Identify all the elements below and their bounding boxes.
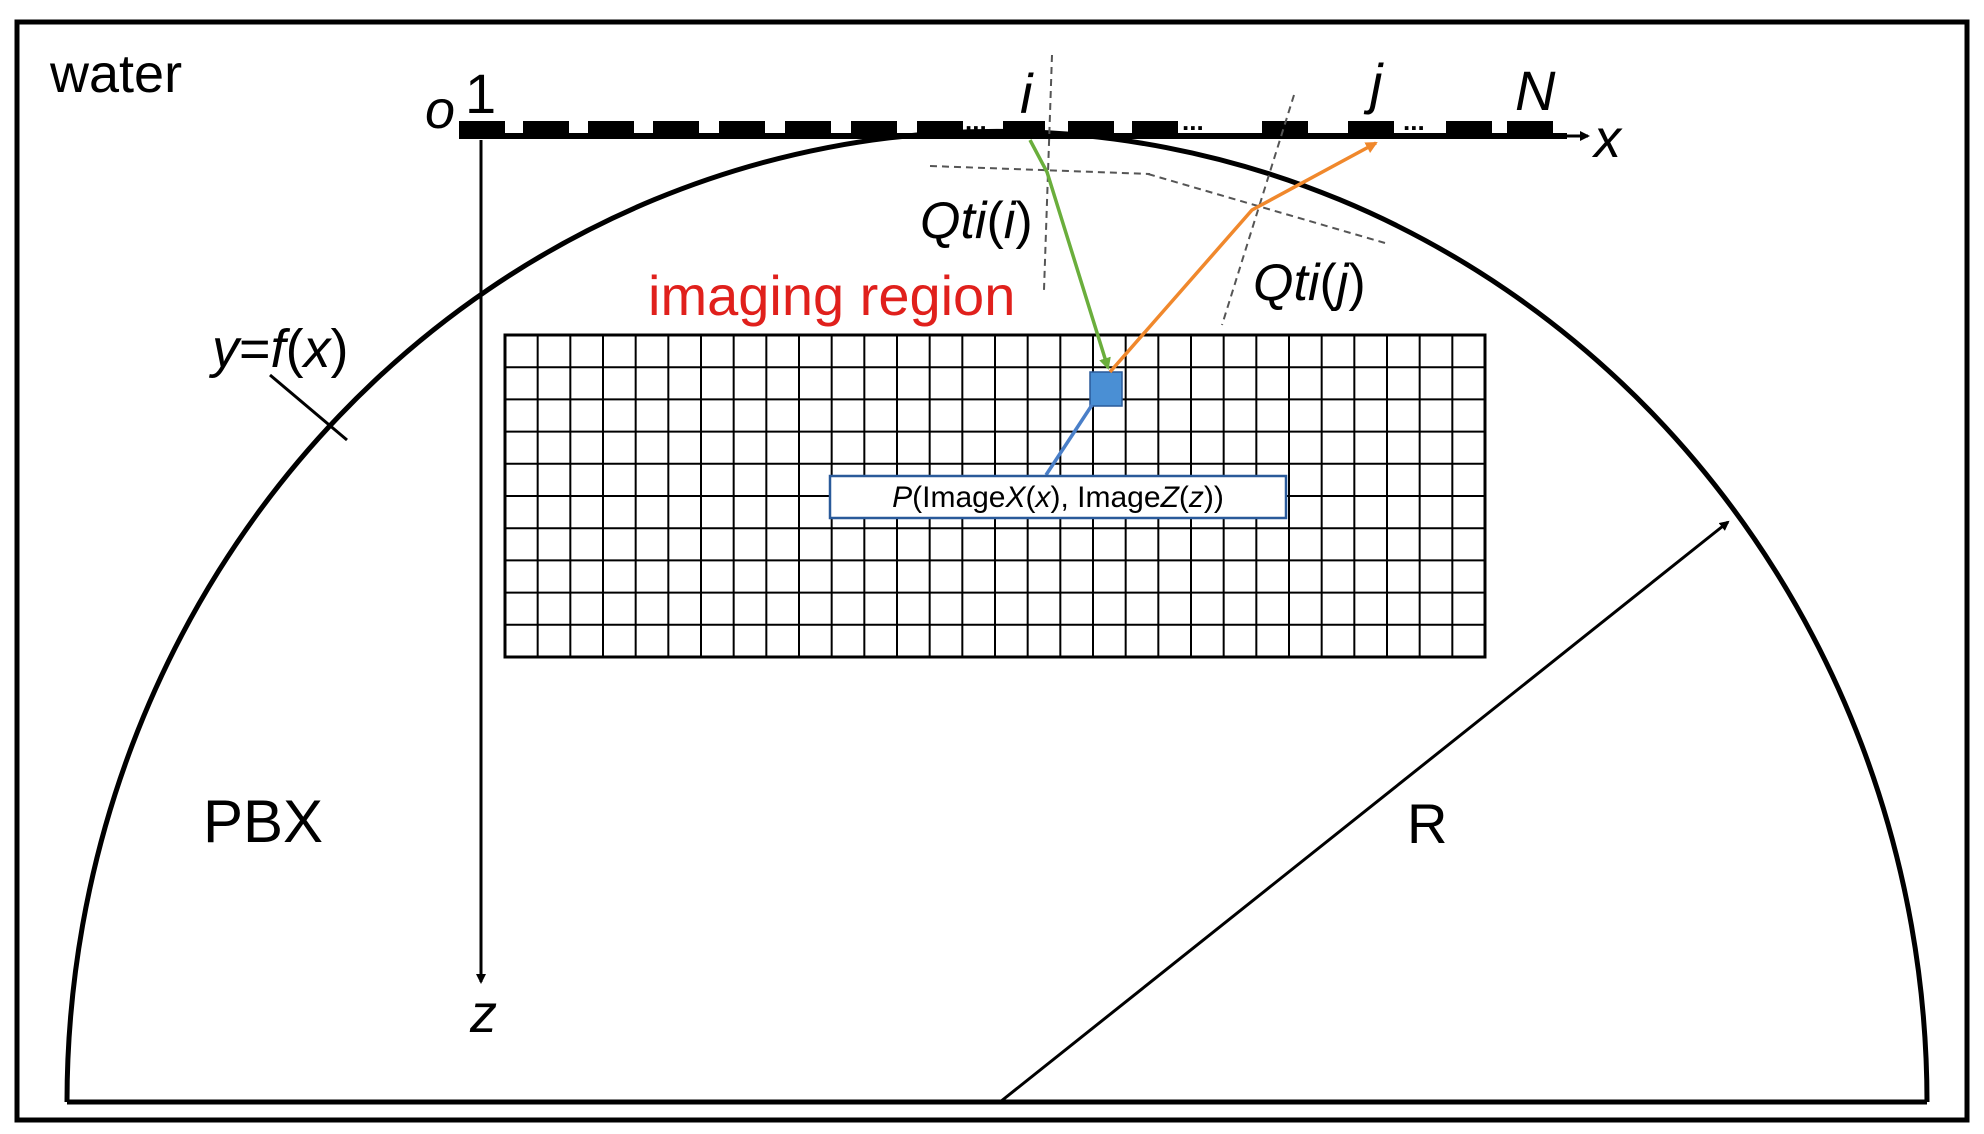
pixel-mid: ), Image [1051,481,1161,514]
element-i-label: i [1020,62,1034,125]
qti-i-q: Qti [920,192,988,250]
tangent-line-i [929,165,1151,175]
transducer-element [523,121,569,137]
transducer-element [459,121,505,137]
ellipsis-left: ... [965,106,987,136]
element-j-label: j [1363,52,1384,115]
transducer-element [1262,121,1308,137]
qti-i-idx: i [1004,192,1017,250]
pbx-label: PBX [203,788,323,855]
qti-j-close: ) [1348,254,1365,312]
transducer-array [459,121,1567,139]
ellipsis-right: ... [1403,106,1425,136]
transducer-element [1132,121,1178,137]
normal-line-j [1221,94,1295,326]
qti-j-label: Qti(j) [1253,254,1366,312]
pixel-label-box [828,474,1288,520]
ellipsis-middle: ... [1182,106,1204,136]
tangent-line-j [1147,173,1386,244]
qti-i-close: ) [1015,192,1032,250]
interface-leader-line [269,373,348,442]
transducer-element [653,121,699,137]
transducer-element [917,121,963,137]
outer-frame [14,19,1970,1123]
element-n-label: N [1515,59,1556,122]
pixel-leader-line [1044,404,1094,476]
radius-line [999,520,1730,1104]
imaging-region-label: imaging region [648,264,1015,327]
pixel-x-big: X [1005,481,1027,514]
interface-y: y [208,319,242,379]
interface-x: x [301,319,333,379]
interface-eq: = [239,319,271,379]
pixel-close: )) [1204,481,1224,514]
z-axis-label: z [469,984,497,1044]
qti-j-open: ( [1319,254,1337,312]
transducer-element [851,121,897,137]
interface-function-label: y=f(x) [208,319,349,379]
water-label: water [49,44,182,104]
incident-ray-green [1028,139,1111,370]
origin-label: o [425,80,455,140]
pbx-boundary-arc [64,128,1930,1103]
transducer-element [785,121,831,137]
interface-f: f [271,319,291,379]
transducer-element [1003,121,1045,137]
transducer-element [1446,121,1492,137]
transducer-element [1348,121,1394,137]
transducer-element [719,121,765,137]
reflected-ray-orange [1108,141,1378,374]
pixel-p [1089,371,1123,407]
pixel-label: P(ImageX(x), ImageZ(z)) [892,481,1224,514]
pixel-x-open: ( [1026,481,1036,514]
transducer-element [588,121,634,137]
pixel-z-open: ( [1179,481,1189,514]
pixel-x-small: x [1034,481,1052,514]
interface-close: ) [331,319,349,379]
transducer-element [1507,121,1553,137]
pixel-open: (Image [912,481,1005,514]
qti-i-label: Qti(i) [920,192,1033,250]
qti-j-q: Qti [1253,254,1321,312]
x-axis-label: x [1591,109,1623,169]
pixel-z-big: Z [1160,481,1181,514]
pixel-z-small: z [1188,481,1204,514]
pixel-p-letter: P [892,481,912,514]
normal-line-i [1043,54,1053,291]
qti-i-open: ( [986,192,1004,250]
transducer-element [1068,121,1114,137]
interface-open: ( [286,319,304,379]
first-element-label: 1 [465,62,496,125]
radius-label: R [1407,792,1447,855]
